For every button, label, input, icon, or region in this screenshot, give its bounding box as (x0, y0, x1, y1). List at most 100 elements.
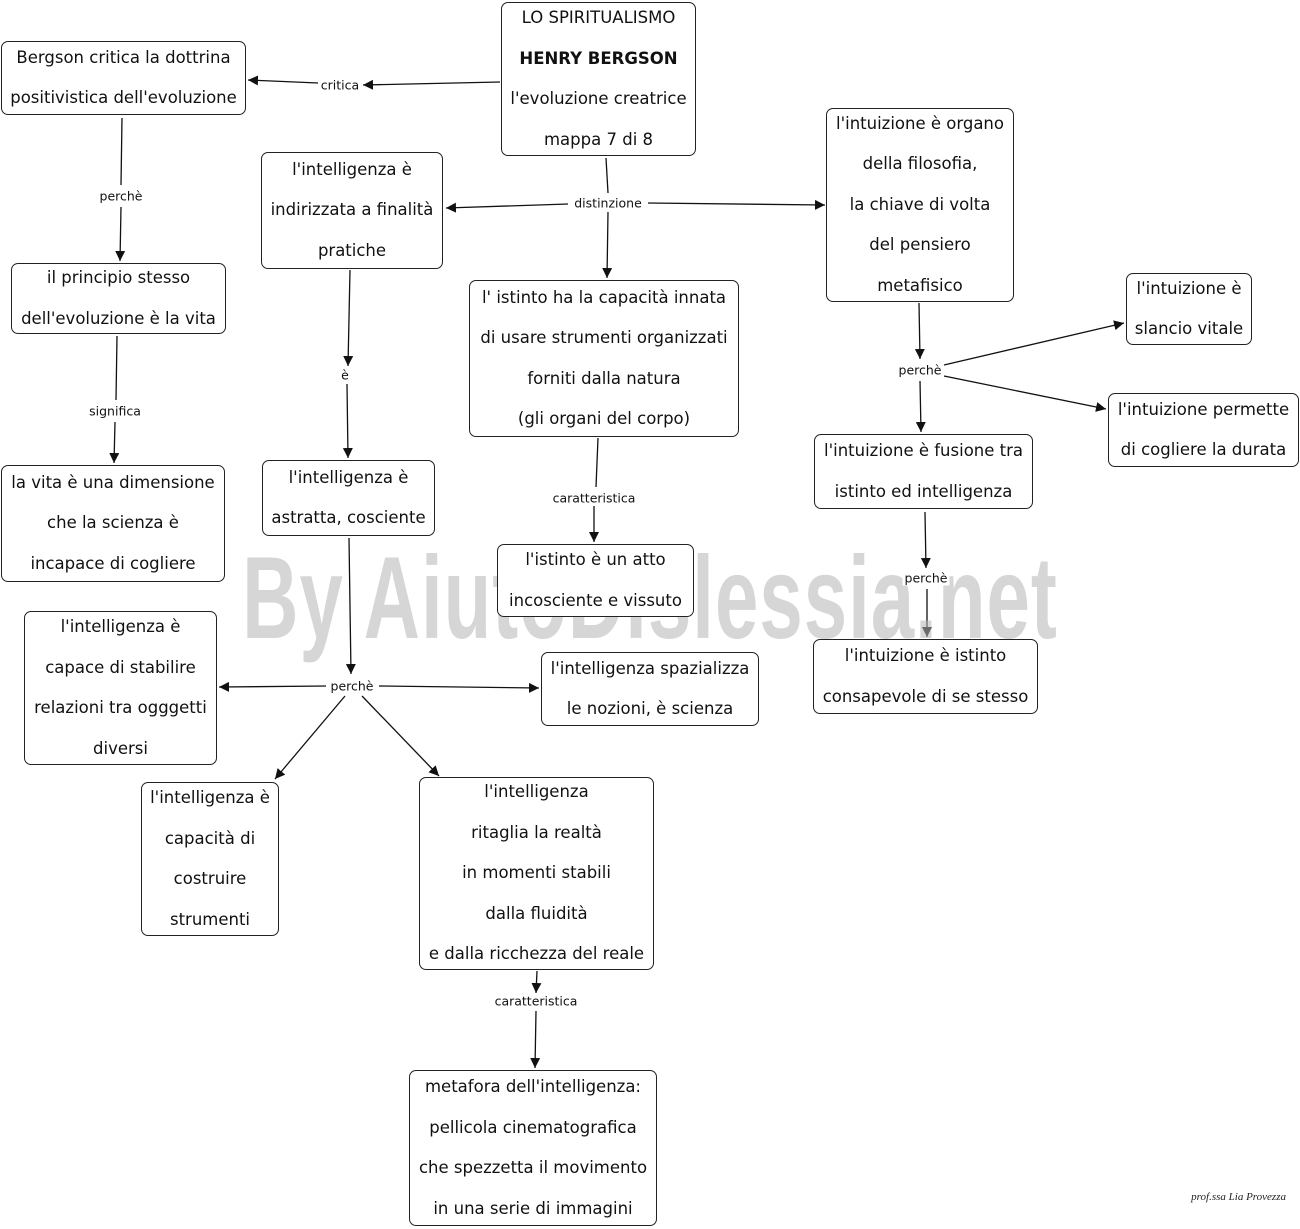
node-text-line: indirizzata a finalità (271, 190, 434, 231)
connector-arrow (944, 323, 1124, 365)
link-label-perche: perchè (329, 679, 376, 694)
node-text-line: della filosofia, (863, 144, 978, 185)
link-label-distinzione: distinzione (572, 196, 644, 211)
node-text-line: le nozioni, è scienza (567, 689, 733, 730)
node-text-line: di usare strumenti organizzati (480, 318, 727, 359)
node-text-line: ritaglia la realtà (471, 813, 602, 854)
node-text-line: pratiche (318, 231, 386, 272)
node-text-line: l'intelligenza è (61, 607, 181, 648)
link-label-significa: significa (87, 404, 143, 419)
node-text-line: l'intuizione è istinto (845, 636, 1007, 677)
node-text-line: incosciente e vissuto (509, 581, 682, 622)
node-text-line: l'intuizione è fusione tra (824, 431, 1023, 472)
node-text-line: mappa 7 di 8 (544, 120, 653, 161)
node-text-line: incapace di cogliere (30, 544, 195, 585)
link-label-perche: perchè (897, 363, 944, 378)
link-label-caratteristica: caratteristica (551, 491, 638, 506)
node-text-line: l' istinto ha la capacità innata (482, 278, 726, 319)
node-text-line: l'intelligenza è (150, 778, 270, 819)
connector-line (596, 438, 598, 487)
connector-arrow (362, 696, 439, 776)
link-label-perche: perchè (903, 571, 950, 586)
node-text-line: astratta, cosciente (271, 498, 425, 539)
node-text-line: istinto ed intelligenza (835, 472, 1013, 513)
node-text-line: costruire (174, 859, 247, 900)
link-label-caratteristica: caratteristica (493, 994, 580, 1009)
node-text-line: forniti dalla natura (527, 359, 680, 400)
connector-arrow (248, 80, 318, 83)
connector-arrow (275, 696, 345, 779)
connector-arrow (607, 212, 608, 278)
node-text-line: l'intelligenza (484, 772, 588, 813)
node-text-line: positivistica dell'evoluzione (10, 78, 237, 119)
node-text-line: che la scienza è (47, 503, 179, 544)
author-signature: prof.ssa Lia Provezza (1191, 1191, 1286, 1203)
connector-arrow (347, 384, 348, 458)
node-text-line: dalla fluidità (485, 894, 587, 935)
link-label-perche: perchè (98, 189, 145, 204)
node-text-line: dell'evoluzione è la vita (21, 299, 216, 340)
node-text-line: di cogliere la durata (1121, 430, 1286, 471)
node-text-line: diversi (93, 729, 148, 770)
connector-arrow (919, 303, 920, 359)
node-text-line: l'istinto è un atto (525, 540, 665, 581)
connector-arrow (535, 1011, 536, 1068)
node-text-line: l'intuizione permette (1118, 390, 1289, 431)
node-text-line: consapevole di se stesso (823, 677, 1029, 718)
connector-arrow (944, 376, 1106, 409)
connector-line (121, 118, 122, 185)
node-text-line: slancio vitale (1135, 309, 1243, 350)
connector-arrow (379, 686, 539, 688)
node-text-line: strumenti (170, 900, 250, 941)
connector-arrow (219, 686, 326, 687)
node-text-line: LO SPIRITUALISMO (522, 0, 676, 39)
node-text-line: e dalla ricchezza del reale (429, 934, 644, 975)
connector-arrow (363, 82, 500, 85)
node-text-line: capace di stabilire (45, 648, 196, 689)
node-text-line: l'intelligenza è (289, 458, 409, 499)
node-text-line: l'intelligenza è (292, 150, 412, 191)
connector-line (116, 336, 117, 400)
connector-arrow (446, 204, 568, 208)
node-text-line: che spezzetta il movimento (419, 1148, 647, 1189)
connector-arrow (348, 270, 350, 366)
node-text-line: relazioni tra ogggetti (34, 688, 207, 729)
node-metafora[interactable]: metafora dell'intelligenza:pellicola cin… (409, 1070, 657, 1226)
node-text-line: l'evoluzione creatrice (510, 79, 686, 120)
connector-line (606, 158, 608, 193)
connector-arrow (648, 203, 825, 205)
node-text-line: del pensiero (869, 225, 970, 266)
link-label-critica: critica (319, 78, 361, 93)
node-text-line: Bergson critica la dottrina (16, 38, 230, 79)
connector-arrow (925, 512, 926, 568)
link-label-e: è (339, 368, 351, 383)
node-text-line: in una serie di immagini (433, 1189, 632, 1229)
node-text-line: capacità di (165, 819, 255, 860)
connector-arrow (114, 422, 115, 463)
node-text-line: la chiave di volta (850, 185, 991, 226)
node-text-line: la vita è una dimensione (11, 463, 214, 504)
node-text-line: l'intelligenza spazializza (551, 649, 750, 690)
node-text-line: l'intuizione è organo (836, 104, 1004, 145)
node-text-line: metafora dell'intelligenza: (425, 1067, 641, 1108)
connector-arrow (120, 207, 121, 261)
node-text-line: l'intuizione è (1136, 269, 1241, 310)
node-text-line: in momenti stabili (462, 853, 611, 894)
